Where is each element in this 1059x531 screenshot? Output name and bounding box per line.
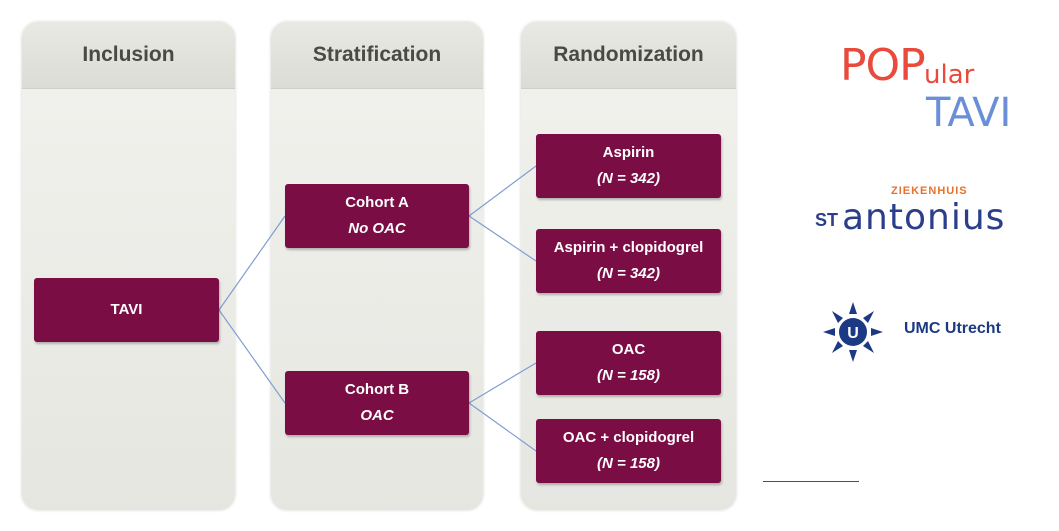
oac-clopidogrel-box: OAC + clopidogrel (N = 158) bbox=[536, 419, 721, 483]
oac-clopidogrel-count: (N = 158) bbox=[597, 455, 660, 472]
aspirin-clopidogrel-count: (N = 342) bbox=[597, 265, 660, 282]
cohort-a-label: Cohort A bbox=[345, 193, 409, 211]
umc-utrecht-logo: U UMC Utrecht bbox=[818, 300, 1038, 364]
umc-sun-icon: U bbox=[823, 302, 883, 362]
oac-count: (N = 158) bbox=[597, 367, 660, 384]
column-header-stratification: Stratification bbox=[271, 22, 483, 88]
connector-tavi-cohort-a bbox=[218, 215, 286, 311]
umc-utrecht-text: UMC Utrecht bbox=[904, 320, 1001, 337]
oac-label: OAC bbox=[611, 340, 646, 358]
aspirin-label: Aspirin bbox=[602, 143, 655, 161]
decorative-underline bbox=[763, 481, 859, 482]
connector-cohort-b-oac-clopidogrel bbox=[468, 402, 537, 452]
st-antonius-ziekenhuis: ZIEKENHUIS bbox=[891, 185, 968, 197]
tavi-box: TAVI bbox=[34, 278, 219, 342]
column-divider bbox=[271, 88, 483, 89]
popular-logo-tavi: TAVI bbox=[926, 90, 1012, 136]
cohort-b-sublabel: OAC bbox=[360, 407, 394, 424]
column-divider bbox=[521, 88, 736, 89]
column-header-randomization: Randomization bbox=[521, 22, 736, 88]
popular-tavi-logo: POP ular TAVI bbox=[838, 40, 1011, 140]
cohort-b-box: Cohort B OAC bbox=[285, 371, 469, 435]
cohort-b-label: Cohort B bbox=[344, 380, 410, 398]
popular-logo-ular: ular bbox=[924, 60, 975, 90]
aspirin-box: Aspirin (N = 342) bbox=[536, 134, 721, 198]
aspirin-clopidogrel-box: Aspirin + clopidogrel (N = 342) bbox=[536, 229, 721, 293]
connector-tavi-cohort-b bbox=[218, 309, 286, 404]
cohort-a-box: Cohort A No OAC bbox=[285, 184, 469, 248]
connector-cohort-a-aspirin-clopidogrel bbox=[468, 215, 537, 262]
oac-clopidogrel-label: OAC + clopidogrel bbox=[562, 428, 695, 446]
aspirin-count: (N = 342) bbox=[597, 170, 660, 187]
connector-cohort-b-oac bbox=[468, 362, 537, 404]
st-antonius-logo: ZIEKENHUIS ST antonius bbox=[815, 185, 1040, 245]
svg-text:U: U bbox=[847, 325, 859, 342]
popular-logo-pop: POP bbox=[840, 40, 926, 91]
column-header-inclusion: Inclusion bbox=[22, 22, 235, 88]
st-antonius-prefix: ST bbox=[815, 210, 839, 230]
cohort-a-sublabel: No OAC bbox=[348, 220, 406, 237]
aspirin-clopidogrel-label: Aspirin + clopidogrel bbox=[553, 238, 704, 256]
oac-box: OAC (N = 158) bbox=[536, 331, 721, 395]
connector-cohort-a-aspirin bbox=[468, 165, 537, 217]
tavi-label: TAVI bbox=[110, 300, 143, 318]
column-divider bbox=[22, 88, 235, 89]
inclusion-column: Inclusion bbox=[22, 22, 235, 510]
st-antonius-name: antonius bbox=[842, 197, 1006, 238]
